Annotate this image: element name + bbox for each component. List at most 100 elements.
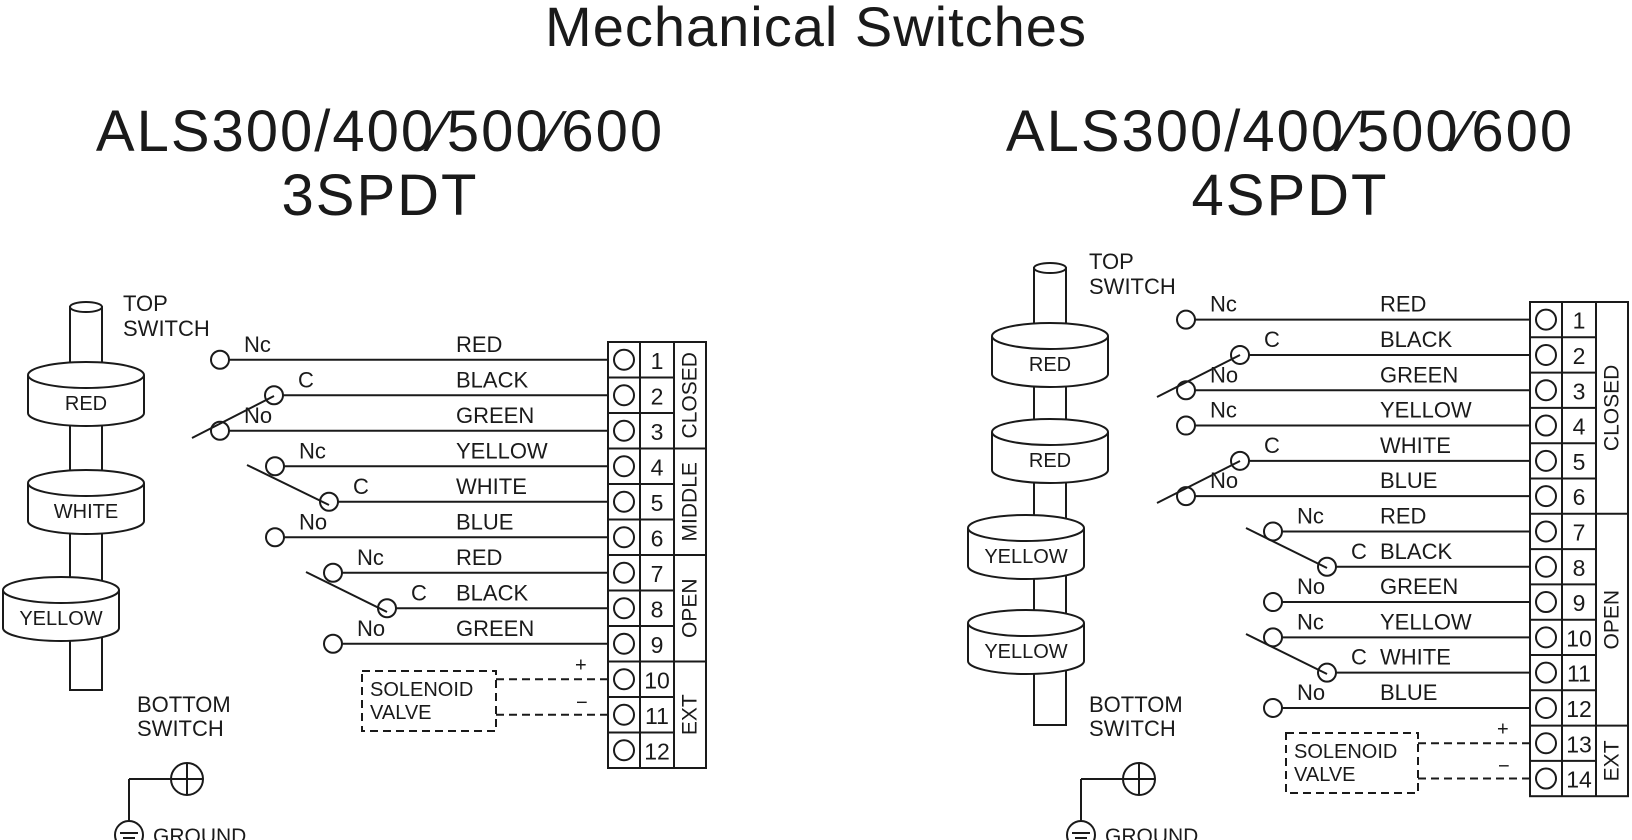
wire-color-label: BLACK [456, 367, 528, 392]
contact-label: C [411, 580, 427, 605]
minus-label: − [576, 692, 588, 714]
bottom-switch-label: BOTTOM [137, 692, 231, 717]
solenoid-box [361, 670, 497, 732]
switch-lever [305, 571, 388, 613]
terminal-number: 8 [651, 596, 664, 622]
wire-color-label: RED [456, 545, 502, 570]
contact-nc [1176, 415, 1196, 436]
wire-color-label: RED [1380, 292, 1426, 317]
terminal-number: 8 [1573, 555, 1586, 581]
cam-top [967, 609, 1085, 637]
contact-no [323, 633, 343, 654]
terminal-number: 14 [1566, 767, 1592, 793]
contact-label: No [1210, 362, 1238, 387]
contact-label: Nc [1297, 503, 1324, 528]
wire-color-label: YELLOW [1380, 398, 1472, 423]
terminal-number: 6 [1573, 484, 1586, 510]
panel-4spdt-config: 4SPDT [1191, 163, 1389, 228]
contact-label: C [1264, 327, 1280, 352]
terminal-number: 11 [1567, 661, 1591, 687]
panel-3spdt-config: 3SPDT [281, 163, 479, 228]
cam-top [991, 322, 1109, 350]
wire-color-label: BLACK [1380, 327, 1452, 352]
terminal-screw [613, 384, 635, 407]
cam-top [2, 576, 120, 604]
contact-label: No [357, 616, 385, 641]
contact-label: C [1351, 645, 1367, 670]
solenoid-label: SOLENOID [1294, 741, 1397, 763]
terminal-number: 5 [651, 490, 664, 516]
group-label: CLOSED [1601, 365, 1624, 451]
wire-color-label: BLUE [1380, 680, 1437, 705]
terminal-screw [613, 739, 635, 762]
wire-color-label: YELLOW [456, 438, 548, 463]
terminal-screw [613, 490, 635, 513]
terminal-screw [1535, 732, 1557, 755]
bottom-switch-label: SWITCH [137, 716, 224, 741]
contact-label: No [1210, 468, 1238, 493]
terminal-screw [1535, 591, 1557, 614]
solenoid-label: VALVE [370, 702, 432, 724]
wire-color-label: YELLOW [1380, 609, 1472, 634]
wire-color-label: BLUE [1380, 468, 1437, 493]
terminal-number: 3 [1573, 378, 1586, 404]
top-switch-label: SWITCH [123, 316, 210, 341]
cam-2: WHITE [27, 469, 145, 535]
terminal-number: 11 [645, 703, 669, 729]
terminal-number: 6 [651, 525, 664, 551]
contact-label: C [353, 474, 369, 499]
group-label: OPEN [1601, 590, 1624, 650]
group-label: CLOSED [679, 352, 702, 438]
wire-color-label: BLACK [456, 580, 528, 605]
terminal-number: 10 [644, 667, 670, 693]
contact-label: No [1297, 574, 1325, 599]
wire-color-label: GREEN [456, 616, 534, 641]
terminal-screw [1535, 449, 1557, 472]
cam-label: YELLOW [984, 546, 1067, 568]
contact-no [1176, 380, 1196, 401]
cam-label: YELLOW [984, 641, 1067, 663]
cam-top [991, 418, 1109, 446]
contact-nc [265, 456, 285, 477]
terminal-screw [613, 703, 635, 726]
top-switch-label: TOP [1089, 249, 1134, 274]
terminal-screw [613, 455, 635, 478]
terminal-number: 7 [1573, 519, 1586, 545]
terminal-number: 12 [1566, 696, 1592, 722]
switch-lever [246, 464, 330, 506]
contact-c [1230, 450, 1250, 471]
terminal-number: 2 [651, 383, 664, 409]
terminal-screw [613, 348, 635, 371]
ground-label: GROUND [153, 825, 246, 840]
panel-3spdt-model: ALS300/400∕500∕600 [95, 99, 665, 164]
terminal-number: 12 [644, 738, 670, 764]
panel-4spdt: TOPSWITCHREDREDYELLOWYELLOW1234567891011… [967, 249, 1629, 840]
terminal-screw [1535, 555, 1557, 578]
terminal-screw [1535, 696, 1557, 719]
contact-label: C [1351, 539, 1367, 564]
ground-icon [1066, 820, 1096, 840]
ground-label: GROUND [1105, 825, 1198, 840]
wire-color-label: BLUE [456, 509, 513, 534]
wire-color-label: WHITE [456, 474, 527, 499]
terminal-screw [613, 526, 635, 549]
contact-no [1176, 486, 1196, 507]
contact-label: No [299, 509, 327, 534]
cam-label: YELLOW [19, 608, 102, 630]
top-switch-label: SWITCH [1089, 274, 1176, 299]
group-label: EXT [679, 694, 702, 735]
cam-2: RED [991, 418, 1109, 484]
contact-nc [323, 562, 343, 583]
plus-label: + [575, 654, 587, 676]
panel-4spdt-model: ALS300/400∕500∕600 [1005, 99, 1575, 164]
top-switch-label: TOP [123, 291, 168, 316]
contact-label: No [244, 403, 272, 428]
